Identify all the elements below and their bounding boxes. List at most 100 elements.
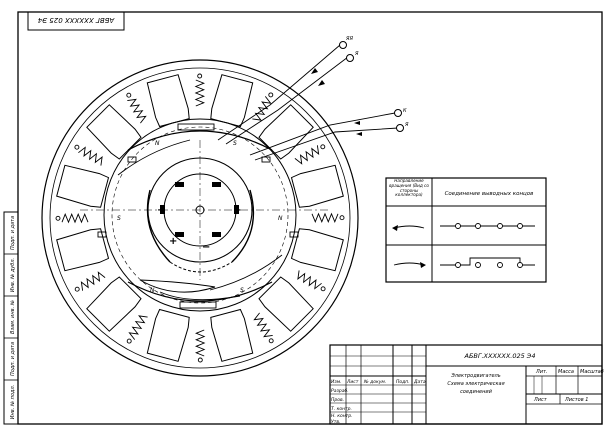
stator-slot: [290, 228, 344, 272]
stator-slot: [146, 74, 190, 128]
coil-terminal: [126, 338, 132, 344]
title-header-list: Лист: [346, 379, 359, 385]
stator-slot: [290, 164, 344, 208]
title-name-1: Электродвигатель: [450, 373, 500, 379]
title-row: Утв.: [331, 419, 340, 425]
armature-inner-ring: [111, 126, 289, 304]
title-col-lit: Лит.: [535, 369, 548, 375]
output-terminals: [339, 41, 404, 132]
coil-terminal: [268, 338, 274, 344]
coil-terminal: [126, 92, 132, 98]
field-coil: [252, 96, 272, 121]
field-coil: [78, 146, 103, 166]
stator-slot: [258, 276, 314, 332]
stator-outer-ring: [41, 59, 359, 377]
stator-slots: [56, 74, 344, 362]
coil-terminal: [55, 215, 61, 221]
terminal-label: Я: [354, 51, 359, 57]
brush-sign-minus: −: [157, 205, 165, 216]
stator-slot: [86, 104, 142, 160]
title-col-mass: Масса: [558, 369, 574, 375]
connection-arc: [159, 291, 241, 301]
title-row: Разраб.: [331, 388, 349, 394]
motor-diagram: [41, 41, 404, 377]
pole-label-s: S: [233, 140, 237, 147]
table-header-rotation: Направление вращения (Вид со стороны кол…: [389, 179, 429, 197]
field-coil: [195, 329, 206, 357]
field-coils: [55, 73, 345, 363]
field-coil: [297, 270, 322, 290]
title-header-izm: Изм.: [331, 379, 342, 385]
connection-arc: [209, 254, 283, 291]
field-coil: [294, 145, 320, 165]
terminal-label: К: [403, 108, 407, 114]
lead-arrows: [311, 68, 362, 136]
brush-signs: − + + −: [157, 205, 241, 253]
side-strip: Подп. и дата Инв. № дубл. Взам. инв. № П…: [3, 211, 19, 425]
field-coil: [127, 98, 147, 124]
title-block: [329, 344, 603, 425]
connection-arc: [231, 189, 255, 263]
armature-ring: [103, 118, 297, 312]
title-header-doc: № докум.: [363, 379, 386, 385]
field-coil: [128, 315, 148, 340]
stator-slot: [56, 164, 110, 208]
title-header-date: Дата: [413, 379, 426, 385]
brushes: [160, 182, 239, 237]
stator-slot: [258, 104, 314, 160]
field-coil: [194, 79, 205, 107]
side-strip-label: Взам. инв. №: [10, 300, 16, 334]
connection-arc: [146, 189, 171, 263]
coil-terminal: [320, 286, 326, 292]
pole-labels: N S S N N S: [117, 140, 283, 294]
coil-terminal: [339, 215, 345, 221]
stator-slot: [210, 308, 254, 362]
pole-label-s: S: [117, 215, 121, 222]
title-name-3: соединений: [460, 389, 492, 395]
title-sheet: Лист: [533, 397, 548, 403]
brush-sign-minus: −: [202, 242, 210, 253]
stator-slot: [56, 228, 110, 272]
field-coil: [61, 213, 89, 224]
coil-terminal: [320, 144, 326, 150]
stator-slot: [146, 308, 190, 362]
title-col-scale: Масштаб: [580, 369, 604, 375]
lead-wires: [217, 44, 399, 161]
brush-sign-plus: +: [169, 236, 177, 247]
sheet-frame: [17, 11, 603, 425]
brush-sign-plus: +: [233, 205, 241, 216]
field-coil: [311, 212, 339, 223]
stator-slot: [86, 276, 142, 332]
coil-terminal: [74, 144, 80, 150]
connection-arc: [117, 139, 191, 176]
stator-slot: [210, 74, 254, 128]
connection-table: [385, 177, 547, 283]
commutator-segment: [139, 279, 216, 293]
table-header-connection: Соединение выводных концов: [445, 191, 534, 197]
pole-label-s: S: [240, 287, 244, 294]
side-strip-label: Подп. и дата: [10, 216, 16, 250]
stamp-box: АБВГ XXXXXX 025 Э4: [27, 11, 125, 31]
terminal-label: ЯЯ: [345, 36, 353, 42]
coil-terminal: [197, 73, 203, 79]
stamp-code: АБВГ XXXXXX 025 Э4: [38, 16, 115, 24]
title-row: Т. контр.: [331, 406, 352, 412]
field-coil: [253, 312, 273, 338]
pole-label-n: N: [155, 140, 160, 147]
title-name-2: Схема электрическая: [447, 381, 504, 387]
title-header-sign: Подп.: [396, 379, 410, 385]
title-designation: АБВГ.XXXXXX.025 Э4: [464, 352, 536, 360]
title-sheets: Листов 1: [564, 397, 588, 403]
side-strip-label: Подп. и дата: [10, 342, 16, 376]
connection-arc: [127, 281, 273, 302]
stator-inner-ring: [49, 67, 351, 369]
title-row: Пров.: [331, 397, 344, 403]
terminal-label: Я: [404, 122, 409, 128]
coil-terminal: [74, 286, 80, 292]
ring-terminals: [97, 123, 299, 309]
pole-label-n: N: [278, 215, 283, 222]
coil-terminal: [268, 92, 274, 98]
coil-terminal: [197, 357, 203, 363]
pole-label-n: N: [150, 287, 155, 294]
